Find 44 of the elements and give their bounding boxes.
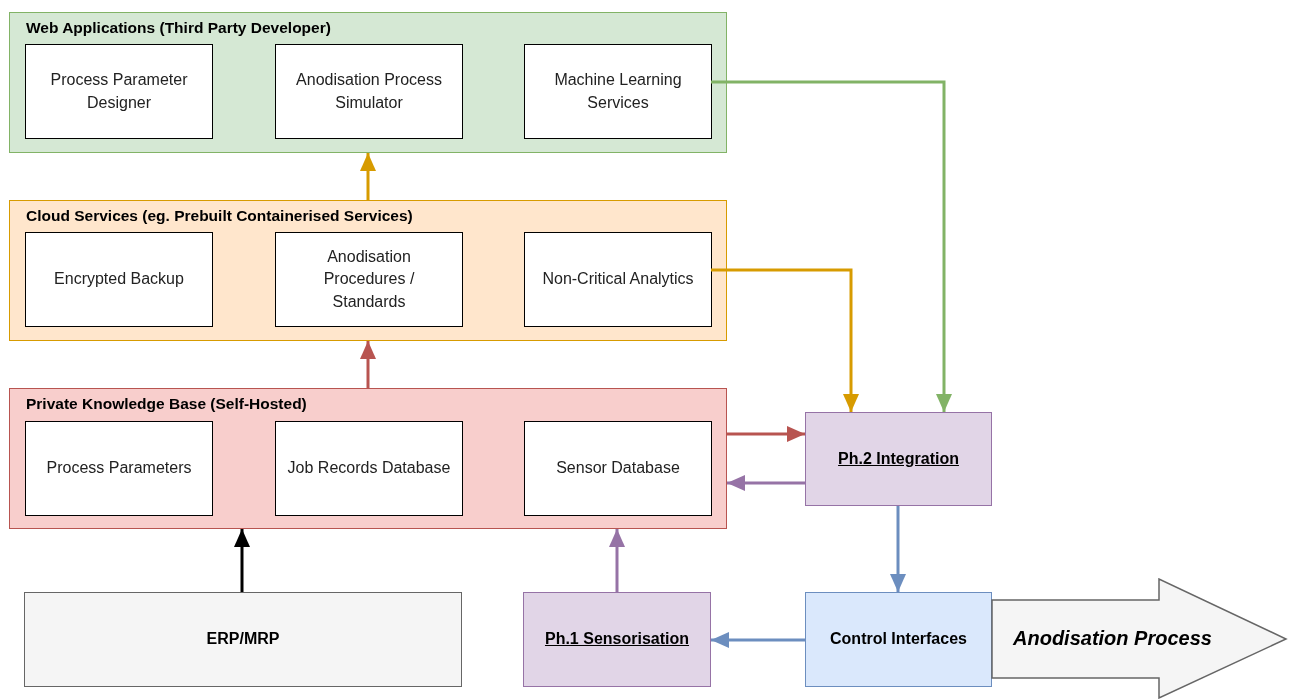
box-label: Job Records Database bbox=[287, 458, 451, 479]
phase-box bbox=[805, 412, 992, 506]
group-title: Web Applications (Third Party Developer) bbox=[26, 19, 331, 37]
box-label: Non-Critical Analytics bbox=[542, 269, 694, 290]
arrow bbox=[711, 632, 805, 648]
process-box bbox=[524, 44, 712, 139]
group-panel bbox=[9, 200, 727, 341]
box-label: Ph.2 Integration bbox=[838, 448, 959, 469]
process-box bbox=[25, 232, 213, 327]
box-label: Ph.1 Sensorisation bbox=[544, 629, 689, 650]
arrow bbox=[890, 506, 906, 592]
box-label: Process Parameters bbox=[46, 458, 192, 479]
phase-box bbox=[523, 592, 711, 687]
box-label: ERP/MRP bbox=[206, 629, 280, 650]
box-label: Process Parameter Designer bbox=[49, 70, 189, 113]
system-box bbox=[24, 592, 462, 687]
arrow bbox=[609, 529, 625, 592]
group-panel bbox=[9, 12, 727, 153]
box-label: Anodisation Process Simulator bbox=[295, 70, 443, 113]
box-label: Anodisation Procedures / Standards bbox=[322, 246, 416, 312]
arrow bbox=[360, 153, 376, 200]
process-box bbox=[524, 421, 712, 516]
box-label: Control Interfaces bbox=[830, 629, 967, 650]
process-box bbox=[275, 232, 463, 327]
group-panel bbox=[9, 388, 727, 529]
process-box bbox=[25, 44, 213, 139]
process-box bbox=[524, 232, 712, 327]
process-box bbox=[275, 44, 463, 139]
arrow bbox=[711, 268, 859, 412]
box-label: Encrypted Backup bbox=[54, 269, 184, 290]
box-label: Machine Learning Services bbox=[553, 70, 683, 113]
process-arrow bbox=[991, 578, 1288, 699]
arrow bbox=[727, 426, 805, 442]
group-title: Cloud Services (eg. Prebuilt Containerised Services) bbox=[26, 207, 413, 225]
box-label: Sensor Database bbox=[556, 458, 680, 479]
arrow bbox=[360, 341, 376, 388]
arrow bbox=[727, 475, 805, 491]
arrow bbox=[711, 80, 952, 412]
process-box bbox=[275, 421, 463, 516]
group-title: Private Knowledge Base (Self-Hosted) bbox=[26, 395, 307, 413]
process-box bbox=[25, 421, 213, 516]
interface-box bbox=[805, 592, 992, 687]
arrow bbox=[234, 529, 250, 592]
process-label: Anodisation Process bbox=[1013, 627, 1212, 650]
